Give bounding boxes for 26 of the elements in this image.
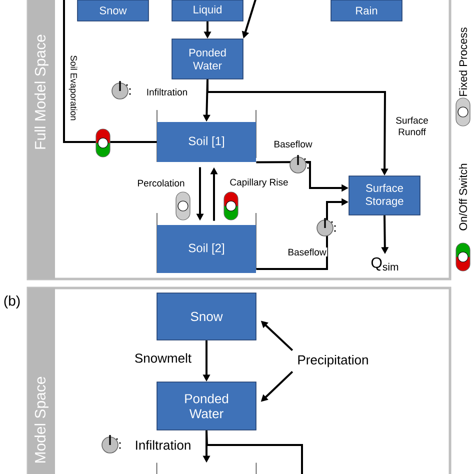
side-band: Model Space xyxy=(28,288,55,474)
process-box: Ponded Water xyxy=(172,38,244,80)
bucket-outline xyxy=(156,462,257,474)
edge-label: Capillary Rise xyxy=(228,178,290,188)
edge-label: Baseflow xyxy=(272,140,314,148)
soil-bucket: Soil [1] xyxy=(156,110,256,162)
edge-label: Soil Evaporation xyxy=(68,54,78,122)
legend-text: Fixed Process xyxy=(458,28,468,96)
edge-label: Surface Runoff xyxy=(391,116,433,136)
process-box: Liquid xyxy=(172,0,244,22)
process-box: Ponded Water xyxy=(156,382,256,430)
process-box: Rain xyxy=(330,0,402,22)
process-box: Snow xyxy=(77,0,149,22)
side-band: Full Model Space xyxy=(28,0,55,279)
node-text: Precipitation xyxy=(298,354,368,368)
panel-label: (b) xyxy=(4,295,20,309)
edge-label: Snowmelt xyxy=(133,352,193,364)
edge-label: Percolation xyxy=(136,178,186,188)
node-text: Q$_{sim}$ xyxy=(371,257,398,271)
edge-label: Infiltration xyxy=(134,439,192,451)
process-box: Surface Storage xyxy=(348,176,420,216)
edge-label: Infiltration xyxy=(145,88,189,96)
soil-bucket: Soil [2] xyxy=(156,212,256,274)
process-box: Snow xyxy=(156,292,256,340)
legend-text: On/Off Switch xyxy=(458,164,468,230)
edge-label: Baseflow xyxy=(286,248,328,256)
